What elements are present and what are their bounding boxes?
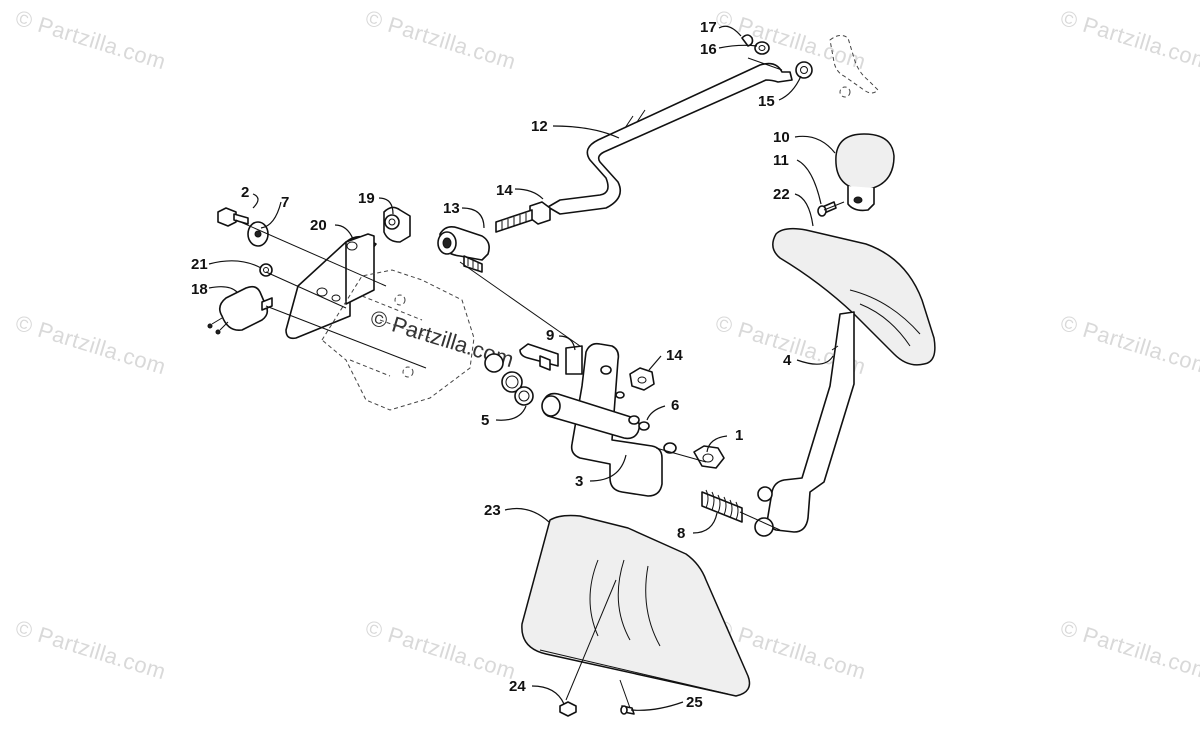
o-ring-part [484, 353, 534, 406]
lock-nut-part [693, 445, 725, 469]
washer-part-16 [754, 41, 770, 55]
bracket-clip-part [383, 206, 411, 243]
screw-part-25 [620, 705, 635, 715]
pin-part [519, 343, 559, 371]
callout-24: 24 [509, 678, 526, 695]
callout-21: 21 [191, 256, 208, 273]
screw-part-24 [559, 701, 577, 717]
spring-part [701, 489, 743, 523]
callout-18: 18 [191, 281, 208, 298]
bolt-part-2 [217, 207, 249, 227]
callout-2: 2 [241, 184, 250, 201]
callout-15: 15 [758, 93, 775, 110]
callout-8: 8 [677, 525, 686, 542]
leader-lines [208, 25, 836, 711]
e-clip-part [741, 34, 754, 47]
callout-6: 6 [671, 397, 680, 414]
callout-20: 20 [310, 217, 327, 234]
callout-12: 12 [531, 118, 548, 135]
callout-19: 19 [358, 190, 375, 207]
callout-17: 17 [700, 19, 717, 36]
callout-16: 16 [700, 41, 717, 58]
callout-10: 10 [773, 129, 790, 146]
callout-4: 4 [783, 352, 792, 369]
lower-guard-part [521, 514, 751, 697]
switch-sensor-part [207, 285, 273, 335]
shift-shaft-part [541, 342, 677, 497]
assembly-lines [235, 201, 845, 709]
jam-nut-part [495, 201, 551, 233]
shift-knob-part [835, 133, 895, 212]
callout-14-lower: 14 [666, 347, 683, 364]
ball-joint-part [437, 226, 490, 273]
callout-14-top: 14 [496, 182, 513, 199]
shift-rod-part [547, 57, 793, 215]
frame-phantom [321, 269, 475, 411]
callout-9: 9 [546, 327, 555, 344]
callout-3: 3 [575, 473, 584, 490]
linkage-phantom [829, 34, 879, 98]
callout-1: 1 [735, 427, 744, 444]
callout-7: 7 [281, 194, 290, 211]
shift-lever-part [754, 311, 855, 537]
mounting-bracket-part [285, 233, 377, 340]
shift-boot-part [772, 227, 936, 366]
callout-5: 5 [481, 412, 490, 429]
callout-11: 11 [773, 152, 789, 169]
callout-22: 22 [773, 186, 790, 203]
callout-23: 23 [484, 502, 501, 519]
callout-13: 13 [443, 200, 460, 217]
washer-part-7 [247, 221, 269, 247]
washer-part-15 [795, 61, 813, 79]
callout-25: 25 [686, 694, 703, 711]
hex-nut-part [629, 367, 655, 391]
washer-part-6 [628, 415, 650, 431]
